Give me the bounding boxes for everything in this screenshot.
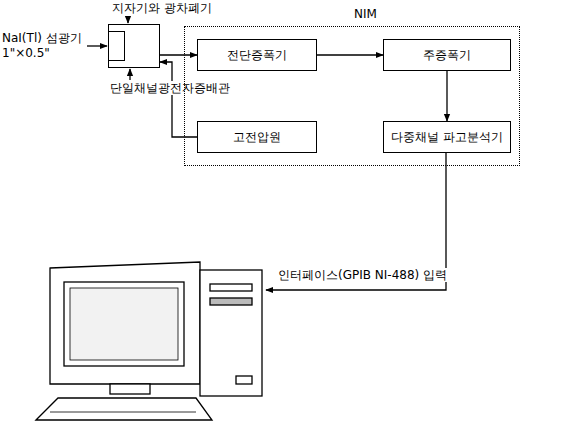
pointer-arrow — [127, 17, 128, 23]
process-box: 다중채널 파고분석기 — [383, 121, 511, 153]
outside-label: 단일채널광전자증배관 — [109, 81, 231, 95]
scintillator-crystal — [109, 31, 125, 61]
computer-tower — [200, 270, 262, 396]
signal-connector — [317, 54, 383, 55]
process-box: 전단증폭기 — [197, 39, 317, 71]
computer-illustration — [36, 262, 262, 420]
outside-label: NaI(Tl) 섬광기 1"×0.5" — [1, 31, 87, 61]
process-box: 주증폭기 — [383, 39, 511, 71]
detector-assembly: 지자기와 광차폐기NaI(Tl) 섬광기 1"×0.5"단일채널광전자증배관 — [108, 24, 160, 68]
pointer-arrow — [129, 69, 130, 80]
monitor-body — [50, 262, 200, 384]
monitor-stand — [110, 384, 150, 394]
keyboard-line — [50, 412, 196, 413]
box-label: 다중채널 파고분석기 — [391, 130, 503, 144]
pointer-arrow — [86, 45, 107, 46]
screen-inner — [70, 288, 178, 360]
power-button — [236, 376, 252, 384]
monitor-screen — [64, 282, 184, 366]
outside-label: 지자기와 광차폐기 — [111, 1, 213, 15]
box-label: 전단증폭기 — [227, 48, 287, 62]
box-label: 고전압원 — [233, 130, 281, 144]
signal-connector — [160, 62, 197, 137]
signal-connector — [160, 54, 197, 55]
drive-bay — [210, 298, 252, 305]
keyboard — [36, 398, 212, 420]
signal-connector — [446, 71, 447, 121]
outside-label: NIM — [353, 7, 378, 21]
process-box: 고전압원 — [197, 121, 317, 153]
interface-label: 인터페이스(GPIB NI-488) 입력 — [276, 268, 449, 282]
box-label: 주증폭기 — [423, 48, 471, 62]
drive-bay — [210, 284, 252, 291]
nim-group: NIM전단증폭기주증폭기고전압원다중채널 파고분석기 — [184, 26, 520, 166]
